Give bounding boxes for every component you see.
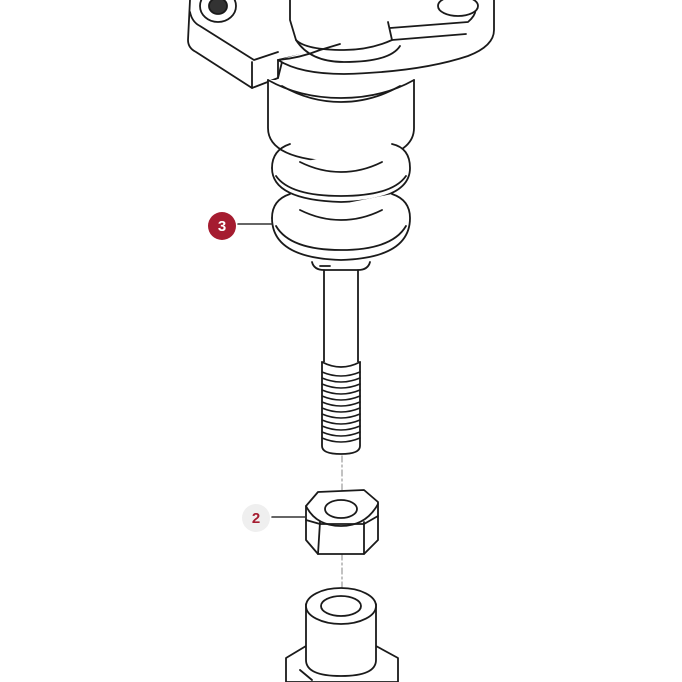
stacked-rings: [271, 143, 411, 261]
callout-label: 3: [217, 217, 227, 235]
callout-label: 2: [251, 509, 261, 527]
mounting-flange-bracket: [187, 0, 495, 89]
cylindrical-body: [267, 79, 415, 163]
hex-nut: [305, 489, 379, 555]
threaded-bolt: [311, 261, 371, 455]
threaded-boss-fitting: [285, 587, 399, 682]
callout-badge-3[interactable]: 3: [208, 212, 236, 240]
callout-badge-2[interactable]: 2: [242, 504, 270, 532]
